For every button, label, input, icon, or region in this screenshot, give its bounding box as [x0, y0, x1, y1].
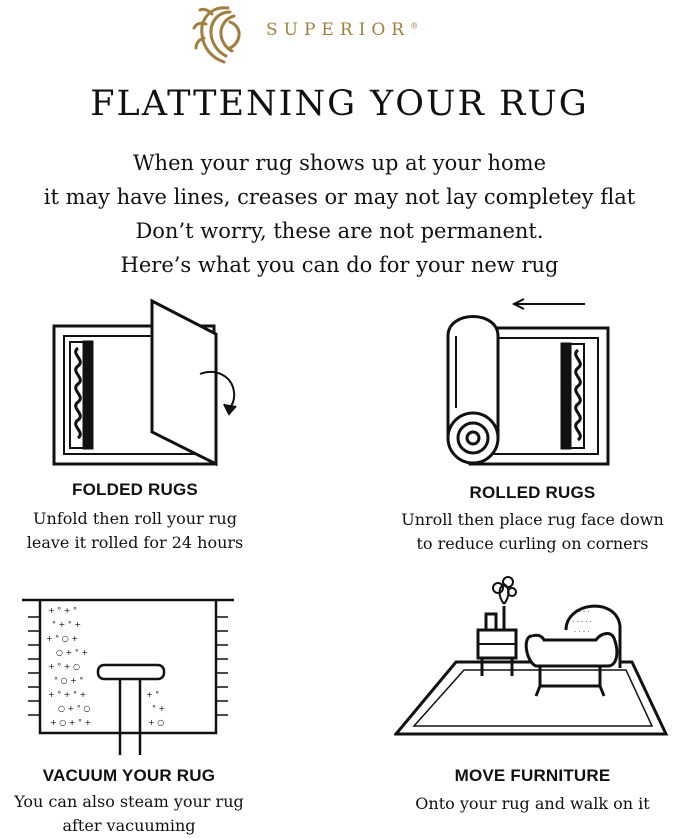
svg-text:+ ° ○ +: + ° ○ +: [46, 634, 78, 643]
intro-line: Here’s what you can do for your new rug: [120, 253, 559, 277]
svg-text:○ + ° ○: ○ + ° ○: [58, 704, 90, 713]
rolled-rug-icon: [446, 298, 610, 466]
svg-text:+ °: + °: [146, 690, 159, 699]
svg-text:+ ○ + ° +: + ○ + ° +: [50, 718, 91, 727]
svg-text:· · · ·: · · · ·: [574, 608, 590, 616]
brand-header: SUPERIOR®: [0, 0, 679, 70]
svg-text:+ ° + ○: + ° + ○: [48, 662, 80, 671]
vacuum-illustration: + ° + ° ° + ° + + ° ○ + ○ + ° + + ° + ○ ° ○…: [22, 597, 234, 755]
svg-text:· · · ·: · · · ·: [574, 628, 590, 636]
page-title: FLATTENING YOUR RUG: [90, 84, 589, 124]
intro-line: it may have lines, creases or may not la…: [43, 185, 636, 209]
brand-name: SUPERIOR®: [266, 20, 419, 40]
tip-description: Unfold then roll your rug leave it rolle…: [26, 509, 244, 552]
tip-title: VACUUM YOUR RUG: [42, 766, 216, 785]
tip-title: MOVE FURNITURE: [454, 766, 611, 785]
tip-title: FOLDED RUGS: [72, 480, 198, 499]
tip-description: Unroll then place rug face down to reduc…: [401, 510, 664, 553]
vacuum-icon: + ° + ° ° + ° + + ° ○ + ○ + ° + + ° + ○ ° ○…: [22, 598, 234, 755]
furniture-icon: · · · · · · · · · · · · ·: [394, 576, 669, 736]
intro-text: When your rug shows up at your home it m…: [0, 146, 679, 282]
lion-logo-icon: [192, 6, 241, 64]
intro-line: When your rug shows up at your home: [132, 151, 547, 175]
furniture-illustration: · · · · · · · · · · · · ·: [394, 574, 674, 740]
tip-description: Onto your rug and walk on it: [415, 794, 650, 813]
svg-text:+ ° + ° +: + ° + ° +: [48, 690, 86, 699]
tip-description: You can also steam your rug after vacuum…: [14, 792, 244, 835]
svg-text:° +: ° +: [152, 704, 165, 713]
svg-text:° ○ + °: ° ○ + °: [54, 676, 83, 685]
rolled-rug-illustration: [440, 296, 615, 471]
svg-text:° + ° +: ° + ° +: [52, 620, 81, 629]
svg-text:+ ○: + ○: [148, 718, 164, 727]
folded-rug-icon: [52, 298, 237, 467]
tip-title: ROLLED RUGS: [469, 483, 596, 502]
svg-text:· · · · ·: · · · · ·: [572, 618, 592, 626]
svg-text:○ + ° +: ○ + ° +: [56, 648, 88, 657]
intro-line: Don’t worry, these are not permanent.: [135, 219, 544, 243]
svg-text:+ ° + °: + ° + °: [48, 606, 77, 615]
folded-rug-illustration: [48, 296, 258, 471]
